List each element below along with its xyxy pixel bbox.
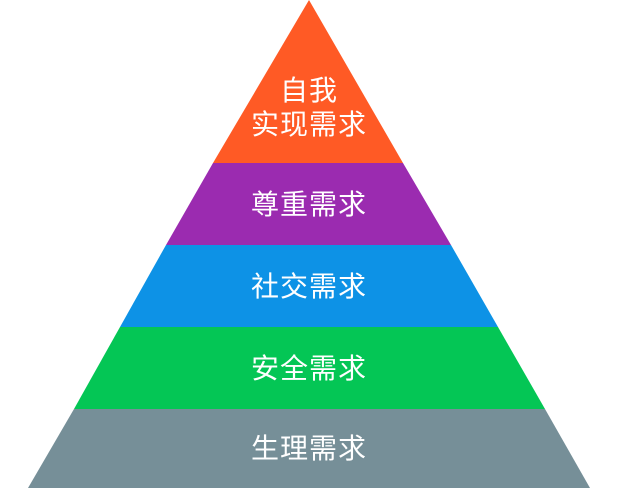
- layer-physiological: [28, 409, 590, 488]
- label-physiological: 生理需求: [250, 432, 367, 465]
- label-esteem: 尊重需求: [250, 188, 367, 221]
- layer-safety: [74, 327, 545, 409]
- layer-esteem: [166, 163, 451, 245]
- label-safety: 安全需求: [250, 352, 367, 385]
- layer-self-actualization: [213, 0, 403, 163]
- label-self-actualization-line1: 自我: [279, 74, 338, 107]
- label-self-actualization-line2: 实现需求: [250, 108, 367, 141]
- label-social: 社交需求: [250, 270, 367, 303]
- layer-social: [120, 245, 498, 327]
